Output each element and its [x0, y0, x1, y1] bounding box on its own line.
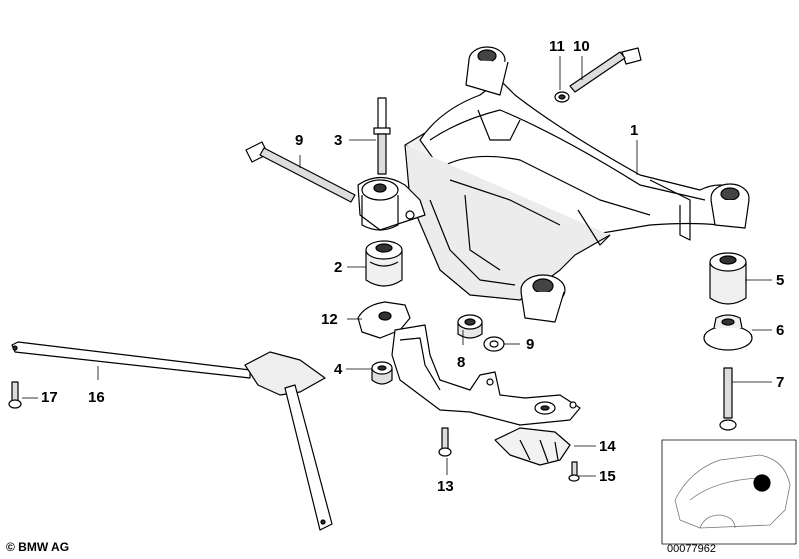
callout-3: 3 [334, 132, 343, 149]
callout-6: 6 [776, 322, 785, 339]
carrier-mount-left [357, 176, 426, 231]
callout-17: 17 [41, 389, 58, 406]
bolt-7 [719, 367, 737, 431]
image-number: 00077962 [667, 543, 716, 555]
callout-14: 14 [599, 438, 616, 455]
callout-11: 11 [549, 38, 565, 55]
rubber-stop-4 [371, 361, 393, 385]
cover-14 [494, 427, 571, 466]
callout-15: 15 [599, 468, 616, 485]
callout-16: 16 [88, 389, 105, 406]
washer-9 [483, 336, 505, 352]
callout-4: 4 [334, 361, 343, 378]
washer-11 [554, 91, 570, 103]
bush-8 [457, 314, 483, 339]
strut-brace-16 [11, 341, 333, 531]
callout-5: 5 [776, 272, 785, 289]
callout-12: 12 [321, 311, 338, 328]
callout-8: 8 [457, 354, 466, 371]
long-bolt-right [569, 47, 642, 93]
rubber-mount-5 [709, 252, 747, 305]
plate-washer-6 [703, 314, 753, 351]
leader-lines [22, 56, 772, 477]
long-bolt-left [245, 141, 356, 203]
callout-1: 1 [630, 122, 639, 139]
callout-2: 2 [334, 259, 343, 276]
bracket-plate-12 [357, 301, 411, 339]
screw-15 [568, 461, 580, 482]
callout-13: 13 [437, 478, 454, 495]
stud-bolt [373, 97, 391, 175]
vehicle-location-inset [661, 439, 797, 545]
callout-10: 10 [573, 38, 590, 55]
lower-cross-bracket [391, 324, 581, 426]
rubber-mount-2 [365, 240, 403, 287]
copyright-text: © BMW AG [6, 540, 70, 554]
rear-axle-carrier [404, 46, 750, 323]
callout-7: 7 [776, 374, 785, 391]
callout-9-lower: 9 [526, 336, 535, 353]
screw-17 [8, 381, 22, 409]
screw-13 [438, 427, 452, 457]
callout-9-upper: 9 [295, 132, 304, 149]
